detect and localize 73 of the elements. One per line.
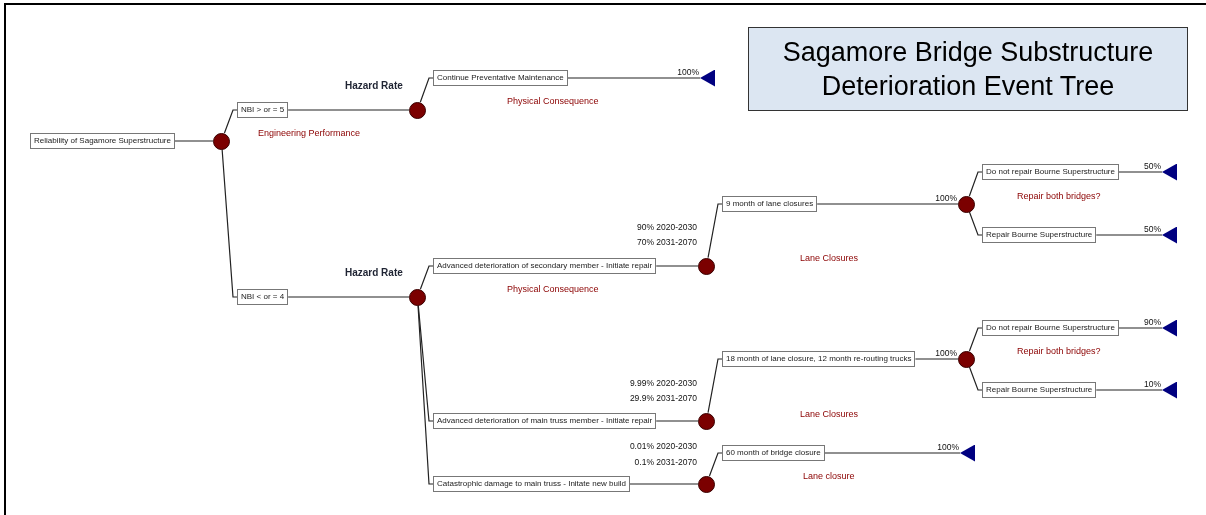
branch-box: Continue Preventative Maintenance [433,70,568,86]
branch-line [287,109,410,111]
chance-node [213,132,230,150]
branch-box: Reliability of Sagamore Superstructure [30,133,175,149]
branch-line [708,452,723,477]
branch-box: Catastrophic damage to main truss - Initate new build [433,476,630,492]
branch-line [1118,171,1163,173]
node-label: Engineering Performance [258,128,361,138]
probability-label: 0.1% 2031-2070 [634,457,697,467]
node-heading: Hazard Rate [345,80,403,91]
branch-line [419,77,434,103]
chance-node [698,475,715,493]
branch-line [914,358,959,360]
branch-line [968,366,983,391]
branch-box: Do not repair Bourne Superstructure [982,320,1119,336]
branch-box: 60 month of bridge closure [722,445,825,461]
edge-label: 50% [1144,224,1161,234]
probability-label: 70% 2031-2070 [636,237,697,247]
edge-label: 50% [1144,161,1161,171]
branch-line [287,296,410,298]
branch-box: NBI < or = 4 [237,289,289,305]
branch-line [968,171,983,197]
branch-box: NBI > or = 5 [237,102,289,118]
chance-node [698,412,715,430]
branch-line [707,358,723,414]
branch-line [221,148,238,298]
chance-node [958,195,975,213]
branch-box: 9 month of lane closures [722,196,818,212]
branch-box: 18 month of lane closure, 12 month re-routing trucks [722,351,916,367]
node-label: Physical Consequence [507,96,599,106]
branch-line [968,211,983,236]
title: Sagamore Bridge Substructure Deterioration Event Tree [748,27,1188,111]
node-label: Repair both bridges? [1017,346,1101,356]
chance-node [698,257,715,275]
branch-line [419,265,434,290]
branch-line [417,304,434,485]
branch-box: Repair Bourne Superstructure [982,382,1097,398]
branch-line [816,203,959,205]
branch-line [223,109,238,134]
edge-label: 100% [935,193,957,203]
node-label: Lane closure [803,471,855,481]
branch-line [1095,234,1163,236]
node-label: Lane Closures [800,409,859,419]
branch-line [629,483,699,485]
branch-line [1118,327,1163,329]
chance-node [409,101,426,119]
branch-box: Repair Bourne Superstructure [982,227,1097,243]
branch-line [968,327,983,352]
edge-label: 10% [1144,379,1161,389]
node-label: Physical Consequence [507,284,599,294]
chance-node [409,288,426,306]
node-label: Repair both bridges? [1017,191,1101,201]
branch-line [824,452,961,454]
chance-node [958,350,975,368]
probability-label: 29.9% 2031-2070 [629,393,697,403]
edge-label: 100% [677,67,699,77]
edge-label: 100% [937,442,959,452]
probability-label: 9.99% 2020-2030 [629,378,697,388]
branch-line [707,203,723,259]
branch-box: Advanced deterioration of secondary member - Initiate repair [433,258,657,274]
edge-label: 100% [935,348,957,358]
branch-box: Do not repair Bourne Superstructure [982,164,1119,180]
branch-line [1095,389,1163,391]
branch-line [174,140,214,142]
branch-line [567,77,701,79]
branch-line [655,420,699,422]
branch-box: Advanced deterioration of main truss member - Initiate repair [433,413,657,429]
branch-line [655,265,699,267]
edge-label: 90% [1144,317,1161,327]
probability-label: 0.01% 2020-2030 [629,441,697,451]
node-heading: Hazard Rate [345,267,403,278]
node-label: Lane Closures [800,253,859,263]
probability-label: 90% 2020-2030 [636,222,697,232]
